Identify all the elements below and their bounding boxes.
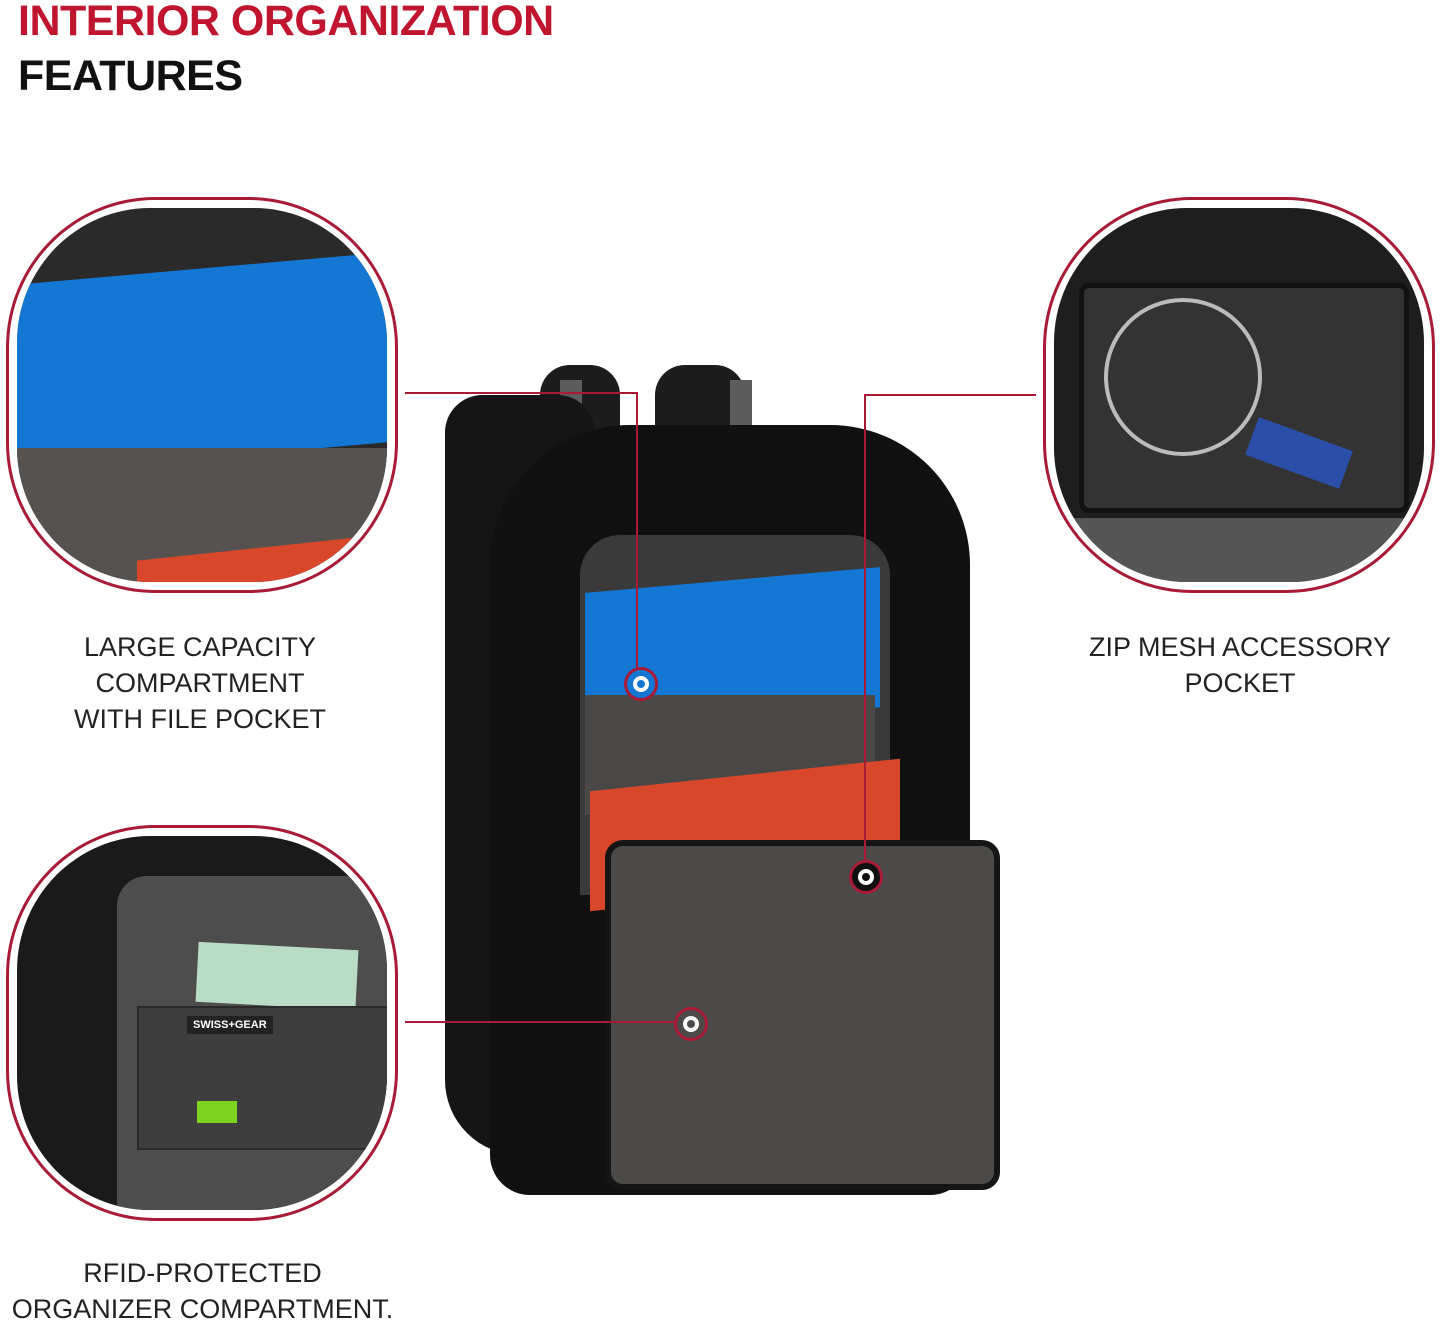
caption-line: ORGANIZER COMPARTMENT. [11,1294,394,1324]
callout-image-large-capacity [6,197,398,593]
connector-line-large-capacity [405,392,638,394]
caption-large-capacity: LARGE CAPACITY COMPARTMENT WITH FILE POC… [0,629,400,737]
backpack-image [440,365,1020,1195]
caption-line: COMPARTMENT [95,668,305,698]
hotspot-marker-large-capacity[interactable] [624,667,658,701]
connector-line-large-capacity-vertical [636,392,638,668]
hotspot-marker-zip-mesh[interactable] [849,860,883,894]
title-line-2: FEATURES [18,52,243,100]
connector-line-zip-mesh-vertical [864,394,866,860]
caption-line: WITH FILE POCKET [73,704,327,734]
caption-line: LARGE CAPACITY [83,632,317,662]
caption-line: POCKET [1184,668,1296,698]
callout-image-zip-mesh [1043,197,1435,593]
caption-rfid: RFID-PROTECTED ORGANIZER COMPARTMENT. [0,1255,405,1327]
brand-logo: SWISS+GEAR [187,1016,273,1034]
caption-line: ZIP MESH ACCESSORY [1088,632,1392,662]
hotspot-marker-rfid[interactable] [674,1007,708,1041]
callout-image-rfid: SWISS+GEAR [6,825,398,1221]
caption-line: RFID-PROTECTED [83,1258,322,1288]
caption-zip-mesh: ZIP MESH ACCESSORY POCKET [1040,629,1440,701]
title-line-1: INTERIOR ORGANIZATION [18,0,554,45]
connector-line-rfid [405,1021,675,1023]
connector-line-zip-mesh [864,394,1036,396]
